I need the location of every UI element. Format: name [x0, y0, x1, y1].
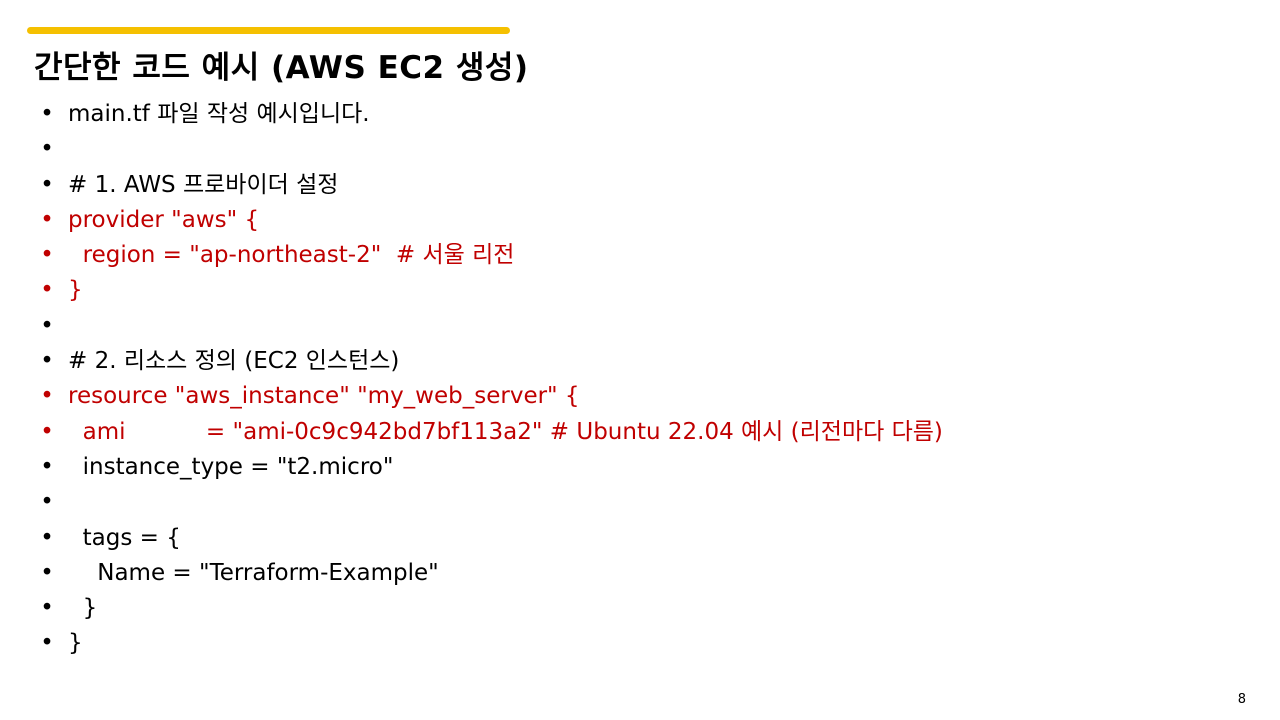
code-line-text: tags = { [68, 524, 181, 551]
bullet-dot-icon: • [40, 418, 54, 445]
slide-title: 간단한 코드 예시 (AWS EC2 생성) [34, 50, 529, 86]
code-line: • main.tf 파일 작성 예시입니다. [40, 97, 943, 132]
code-line-text: region = "ap-northeast-2" # 서울 리전 [68, 242, 515, 269]
bullet-dot-icon: • [40, 383, 54, 410]
code-line: • region = "ap-northeast-2" # 서울 리전 [40, 238, 943, 273]
bullet-dot-icon: • [40, 348, 54, 375]
code-line-text: instance_type = "t2.micro" [68, 453, 394, 480]
code-line: • ami = "ami-0c9c942bd7bf113a2" # Ubuntu… [40, 415, 943, 450]
code-line: • # 1. AWS 프로바이더 설정 [40, 168, 943, 203]
code-line: • Name = "Terraform-Example" [40, 556, 943, 591]
code-line: • resource "aws_instance" "my_web_server"… [40, 379, 943, 414]
code-line-text: Name = "Terraform-Example" [68, 559, 439, 586]
code-line: • [40, 132, 943, 167]
code-line-text: provider "aws" { [68, 206, 260, 233]
code-line: • provider "aws" { [40, 203, 943, 238]
code-line: • instance_type = "t2.micro" [40, 450, 943, 485]
code-line: • # 2. 리소스 정의 (EC2 인스턴스) [40, 344, 943, 379]
code-line: • tags = { [40, 521, 943, 556]
bullet-dot-icon: • [40, 312, 54, 339]
bullet-dot-icon: • [40, 630, 54, 657]
code-line: • [40, 485, 943, 520]
code-line-text: # 2. 리소스 정의 (EC2 인스턴스) [68, 348, 400, 375]
title-accent-bar [27, 27, 510, 34]
bullet-dot-icon: • [40, 277, 54, 304]
bullet-dot-icon: • [40, 136, 54, 163]
bullet-dot-icon: • [40, 206, 54, 233]
code-line-text: ami = "ami-0c9c942bd7bf113a2" # Ubuntu 2… [68, 418, 943, 445]
bullet-dot-icon: • [40, 101, 54, 127]
bullet-dot-icon: • [40, 453, 54, 480]
bullet-dot-icon: • [40, 171, 54, 198]
code-line: •} [40, 273, 943, 308]
bullet-dot-icon: • [40, 595, 54, 622]
bullet-dot-icon: • [40, 242, 54, 269]
code-line: • [40, 309, 943, 344]
code-line: •} [40, 626, 943, 661]
code-line-text: # 1. AWS 프로바이더 설정 [68, 171, 339, 198]
page-number: 8 [1237, 692, 1246, 707]
code-line: • } [40, 591, 943, 626]
code-line-text: } [68, 630, 83, 657]
code-line-text: } [68, 595, 98, 622]
bullet-dot-icon: • [40, 559, 54, 586]
code-line-text: main.tf 파일 작성 예시입니다. [68, 101, 370, 127]
bullet-dot-icon: • [40, 524, 54, 551]
bullet-dot-icon: • [40, 489, 54, 516]
code-line-text: resource "aws_instance" "my_web_server" … [68, 383, 580, 410]
code-bullet-list: • main.tf 파일 작성 예시입니다. • • # 1. AWS 프로바이더 설정… [40, 97, 943, 662]
code-line-text: } [68, 277, 83, 304]
